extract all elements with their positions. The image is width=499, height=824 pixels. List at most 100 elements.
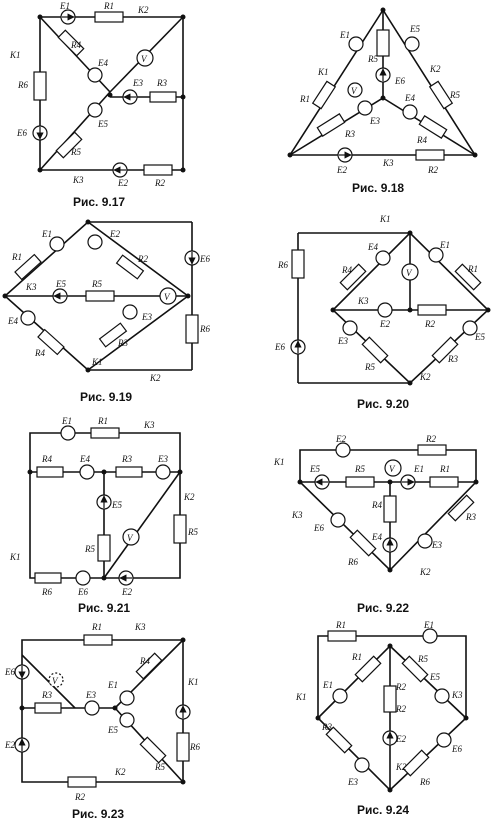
caption-9-23: Рис. 9.23: [72, 807, 124, 821]
resistor: [291, 249, 305, 279]
label-E6: E6: [394, 76, 405, 86]
voltmeter-icon: [159, 287, 177, 305]
label-E3: E3: [431, 540, 442, 550]
voltmeter-icon: [401, 263, 419, 281]
label-R6: R6: [277, 260, 288, 270]
label-E2: E2: [117, 178, 128, 188]
figure-9-21: E1 R1 K3 R4 E4 R3 E3 E5 K2 R5 R5 V K1 R6…: [9, 416, 198, 615]
label-R2: R2: [137, 254, 148, 264]
label-R3: R3: [121, 454, 132, 464]
label-V: V: [389, 464, 396, 474]
resistor: [139, 736, 167, 764]
label-E4: E4: [404, 93, 415, 103]
label-E2: E2: [109, 229, 120, 239]
resistor: [376, 29, 390, 57]
label-V: V: [351, 86, 358, 96]
label-K2: K2: [395, 762, 407, 772]
label-E3: E3: [347, 777, 358, 787]
emf-source-icon: [377, 302, 393, 318]
label-E1: E1: [41, 229, 52, 239]
label-R2: R5: [187, 527, 198, 537]
label-R6: R6: [189, 742, 200, 752]
label-R4: R4: [371, 500, 382, 510]
resistor: [55, 131, 83, 159]
emf-source-icon: [417, 533, 433, 549]
resistor: [83, 634, 113, 646]
emf-source-icon: [155, 464, 171, 480]
label-R1: R1: [335, 620, 346, 630]
label-E2: E2: [395, 734, 406, 744]
resistor: [383, 495, 397, 523]
resistor: [431, 336, 459, 364]
label-E6: E6: [16, 128, 27, 138]
label-E1: E1: [413, 464, 424, 474]
label-K1: K1: [91, 357, 103, 367]
resistor: [454, 263, 482, 291]
emf-source-icon: [49, 236, 65, 252]
label-E2: E2: [335, 434, 346, 444]
label-R5: R5: [354, 464, 365, 474]
label-E5: E5: [97, 119, 108, 129]
resistor: [33, 71, 47, 101]
emf-source-icon: [404, 36, 420, 52]
label-E4: E4: [371, 532, 382, 542]
emf-source-icon: [87, 234, 103, 250]
label-V: V: [52, 676, 59, 686]
emf-source-icon: [119, 712, 135, 728]
label-E3: E3: [141, 312, 152, 322]
label-V: V: [127, 533, 134, 543]
label-R1b: R1: [351, 652, 362, 662]
emf-source-icon: [330, 512, 346, 528]
resistor: [325, 726, 353, 754]
label-R4: R4: [139, 656, 150, 666]
figure-9-23: R1 K3 E6 V R4 E1 R3 E3 K1 E5 E2 R6 R5 K2…: [4, 622, 200, 821]
emf-source-icon: [462, 320, 478, 336]
label-K3: K3: [291, 510, 303, 520]
resistor: [115, 466, 143, 478]
emf-source-icon: [87, 67, 103, 83]
label-K3: K3: [451, 690, 463, 700]
resistor: [14, 253, 42, 281]
emf-source-icon: [335, 442, 351, 458]
label-E1b: E1: [322, 680, 333, 690]
resistor: [185, 314, 199, 344]
label-R1: R1: [299, 94, 310, 104]
label-R3: R3: [321, 722, 332, 732]
label-R5b: R5: [449, 90, 460, 100]
emf-source-icon: [75, 570, 91, 586]
emf-source-icon: [434, 688, 450, 704]
caption-9-18: Рис. 9.18: [352, 181, 404, 195]
label-R5: R5: [417, 654, 428, 664]
label-K2: K2: [137, 5, 149, 15]
label-R4: R4: [341, 265, 352, 275]
emf-source-icon: [354, 757, 370, 773]
label-R1: R1: [439, 464, 450, 474]
label-R3: R3: [465, 512, 476, 522]
resistor: [149, 91, 177, 103]
label-E3: E3: [85, 690, 96, 700]
resistor: [327, 630, 357, 642]
label-R1: R1: [103, 1, 114, 11]
emf-source-icon: [119, 690, 135, 706]
label-K3: K3: [72, 175, 84, 185]
label-K2: K2: [114, 767, 126, 777]
label-K3: K3: [357, 296, 369, 306]
resistor: [402, 749, 430, 777]
resistor: [428, 80, 454, 110]
label-R5: R5: [84, 544, 95, 554]
emf-source-icon: [348, 36, 364, 52]
label-R2: R2: [74, 792, 85, 802]
resistor: [98, 322, 128, 348]
label-E2: E2: [336, 165, 347, 175]
label-K1: K1: [187, 677, 199, 687]
label-R6: R6: [41, 587, 52, 597]
label-E3: E3: [337, 336, 348, 346]
emf-source-icon: [20, 310, 36, 326]
label-E1: E1: [439, 240, 450, 250]
resistor: [176, 732, 190, 762]
emf-source-icon: [87, 102, 103, 118]
label-E4: E4: [7, 316, 18, 326]
label-K2: K2: [419, 567, 431, 577]
label-R1: R1: [467, 264, 478, 274]
